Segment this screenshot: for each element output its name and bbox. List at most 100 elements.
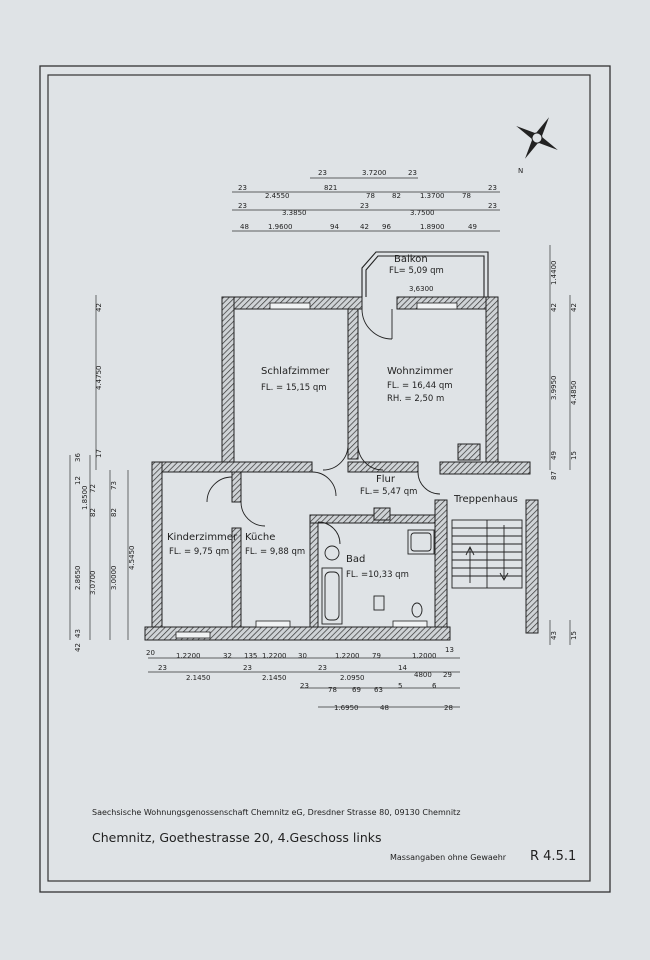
svg-text:69: 69 bbox=[352, 686, 361, 694]
svg-text:1.3700: 1.3700 bbox=[420, 192, 445, 200]
staircase bbox=[451, 519, 523, 589]
svg-text:3.7200: 3.7200 bbox=[362, 169, 387, 177]
svg-text:42: 42 bbox=[95, 303, 103, 312]
svg-text:23: 23 bbox=[488, 184, 497, 192]
balcony-outline bbox=[361, 251, 489, 297]
svg-text:49: 49 bbox=[468, 223, 477, 231]
svg-text:12: 12 bbox=[74, 476, 82, 485]
top-dimension-text: 23 3.7200 23 23 2.4550 821 78 82 1.3700 … bbox=[238, 169, 497, 231]
reference-code: R 4.5.1 bbox=[530, 849, 576, 864]
svg-text:13: 13 bbox=[445, 646, 454, 654]
svg-text:14: 14 bbox=[398, 664, 407, 672]
svg-text:23: 23 bbox=[243, 664, 252, 672]
svg-text:23: 23 bbox=[158, 664, 167, 672]
svg-text:82: 82 bbox=[89, 508, 97, 517]
kueche-area: FL. = 9,88 qm bbox=[245, 547, 305, 557]
flur-name: Flur bbox=[376, 474, 396, 485]
svg-text:6: 6 bbox=[432, 682, 437, 690]
kinderzimmer-name: Kinderzimmer bbox=[167, 532, 238, 543]
svg-text:1.8500: 1.8500 bbox=[81, 486, 89, 511]
svg-text:23: 23 bbox=[238, 184, 247, 192]
svg-text:78: 78 bbox=[328, 686, 337, 694]
compass-icon bbox=[516, 117, 558, 159]
svg-text:3.7500: 3.7500 bbox=[410, 209, 435, 217]
door-swings bbox=[206, 308, 441, 545]
svg-text:2.0950: 2.0950 bbox=[340, 674, 365, 682]
svg-text:1.2200: 1.2200 bbox=[262, 652, 287, 660]
svg-text:1.2000: 1.2000 bbox=[412, 652, 437, 660]
svg-text:5: 5 bbox=[398, 682, 402, 690]
svg-text:2.4550: 2.4550 bbox=[265, 192, 290, 200]
disclaimer-note: Massangaben ohne Gewaehr bbox=[390, 853, 507, 862]
svg-text:1.6950: 1.6950 bbox=[334, 704, 359, 712]
svg-text:4800: 4800 bbox=[414, 671, 432, 679]
svg-text:23: 23 bbox=[360, 202, 369, 210]
svg-text:23: 23 bbox=[488, 202, 497, 210]
svg-text:96: 96 bbox=[382, 223, 391, 231]
flur-area: FL.= 5,47 qm bbox=[360, 487, 417, 497]
cooperative-line: Saechsische Wohnungsgenossenschaft Chemn… bbox=[92, 808, 460, 817]
svg-text:79: 79 bbox=[372, 652, 381, 660]
svg-text:4.4750: 4.4750 bbox=[95, 366, 103, 391]
inner-frame bbox=[47, 74, 591, 882]
svg-text:4.4850: 4.4850 bbox=[570, 381, 578, 406]
kueche-name: Küche bbox=[245, 532, 275, 543]
svg-text:15: 15 bbox=[570, 451, 578, 460]
svg-text:78: 78 bbox=[366, 192, 375, 200]
svg-text:135: 135 bbox=[244, 652, 257, 660]
svg-text:42: 42 bbox=[74, 643, 82, 652]
svg-text:20: 20 bbox=[146, 649, 155, 657]
outer-frame bbox=[39, 65, 611, 893]
svg-text:4.5450: 4.5450 bbox=[128, 546, 136, 571]
svg-text:48: 48 bbox=[240, 223, 249, 231]
bad-name: Bad bbox=[346, 554, 365, 565]
svg-text:36: 36 bbox=[74, 453, 82, 462]
svg-text:32: 32 bbox=[223, 652, 232, 660]
treppenhaus-name: Treppenhaus bbox=[453, 494, 518, 505]
svg-text:17: 17 bbox=[95, 449, 103, 458]
svg-text:48: 48 bbox=[380, 704, 389, 712]
bottom-dimension-text: 20 1.2200 32 135 1.2200 30 1.2200 79 1.2… bbox=[146, 646, 454, 712]
svg-text:49: 49 bbox=[550, 451, 558, 460]
wohnzimmer-area: FL. = 16,44 qm bbox=[387, 381, 453, 391]
svg-text:29: 29 bbox=[443, 671, 452, 679]
svg-text:28: 28 bbox=[444, 704, 453, 712]
bathroom-fixtures bbox=[321, 529, 435, 625]
compass-label: N bbox=[518, 167, 523, 175]
svg-text:82: 82 bbox=[392, 192, 401, 200]
wohnzimmer-height: RH. = 2,50 m bbox=[387, 394, 444, 404]
svg-text:3.0000: 3.0000 bbox=[110, 566, 118, 591]
address-title: Chemnitz, Goethestrasse 20, 4.Geschoss l… bbox=[92, 830, 382, 845]
svg-text:821: 821 bbox=[324, 184, 337, 192]
svg-text:15: 15 bbox=[570, 631, 578, 640]
svg-text:23: 23 bbox=[408, 169, 417, 177]
schlafzimmer-name: Schlafzimmer bbox=[261, 366, 330, 377]
svg-text:94: 94 bbox=[330, 223, 339, 231]
svg-text:43: 43 bbox=[550, 631, 558, 640]
wohnzimmer-name: Wohnzimmer bbox=[387, 366, 454, 377]
dimension-lines bbox=[69, 177, 571, 708]
schlafzimmer-area: FL. = 15,15 qm bbox=[261, 383, 327, 393]
svg-text:30: 30 bbox=[298, 652, 307, 660]
svg-text:63: 63 bbox=[374, 686, 383, 694]
svg-text:3.3850: 3.3850 bbox=[282, 209, 307, 217]
svg-text:1.8900: 1.8900 bbox=[420, 223, 445, 231]
svg-text:23: 23 bbox=[318, 664, 327, 672]
svg-text:1.9600: 1.9600 bbox=[268, 223, 293, 231]
svg-text:72: 72 bbox=[89, 484, 97, 493]
svg-text:78: 78 bbox=[462, 192, 471, 200]
svg-text:23: 23 bbox=[318, 169, 327, 177]
left-dimension-text: 42 4.4750 17 36 12 2.8650 43 3.0700 3.00… bbox=[74, 303, 136, 652]
bad-area: FL. =10,33 qm bbox=[346, 570, 409, 580]
svg-text:2.8650: 2.8650 bbox=[74, 566, 82, 591]
svg-text:42: 42 bbox=[570, 303, 578, 312]
svg-text:73: 73 bbox=[110, 481, 118, 490]
svg-text:87: 87 bbox=[550, 471, 558, 480]
svg-text:42: 42 bbox=[550, 303, 558, 312]
svg-text:1.4400: 1.4400 bbox=[550, 261, 558, 286]
balkon-width: 3,6300 bbox=[409, 285, 434, 293]
svg-text:1.2200: 1.2200 bbox=[176, 652, 201, 660]
svg-text:2.1450: 2.1450 bbox=[186, 674, 211, 682]
svg-text:1.2200: 1.2200 bbox=[335, 652, 360, 660]
